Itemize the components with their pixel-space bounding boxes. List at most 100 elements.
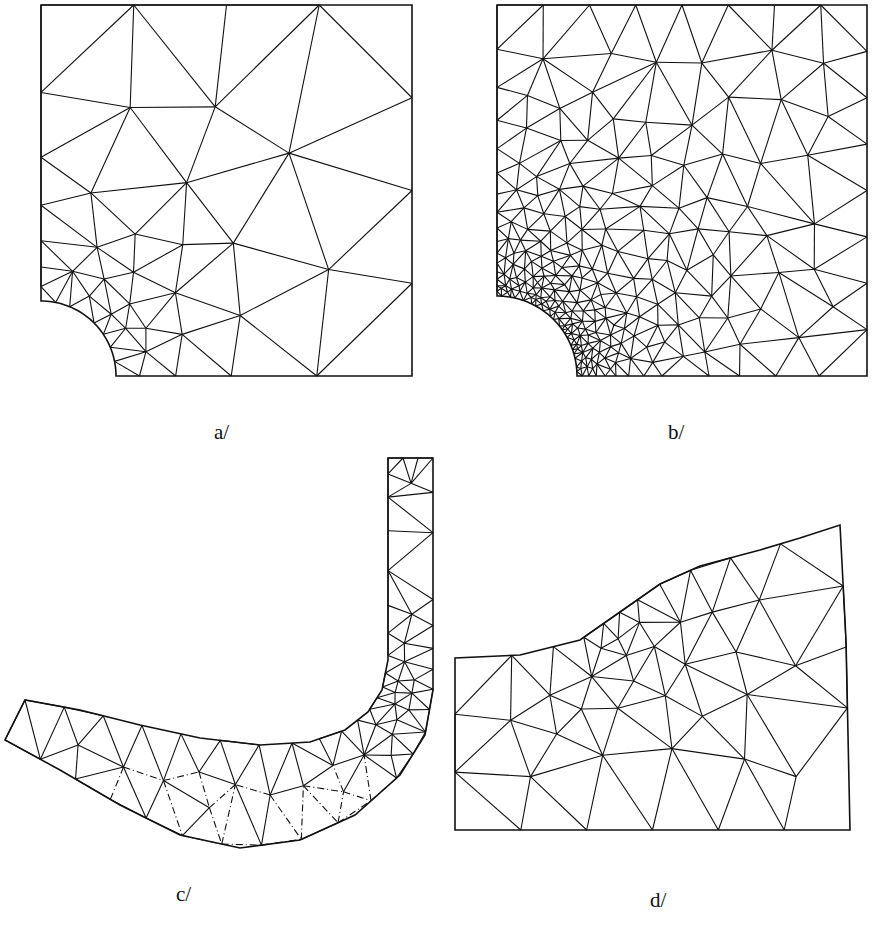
- mesh-edge: [672, 749, 718, 830]
- mesh-edge: [220, 740, 235, 784]
- mesh-edge: [618, 708, 672, 748]
- mesh-edge: [388, 571, 412, 615]
- mesh-edge: [541, 251, 551, 257]
- mesh-edge: [592, 245, 602, 269]
- mesh-edge: [405, 648, 433, 661]
- mesh-edge: [657, 304, 658, 325]
- mesh-edge: [713, 232, 729, 255]
- mesh-edge: [728, 5, 772, 50]
- mesh-edge: [103, 716, 123, 767]
- mesh-edge: [504, 258, 505, 274]
- mesh-edge: [130, 293, 176, 304]
- mesh-edge: [574, 336, 580, 341]
- mesh-edge: [594, 310, 596, 321]
- mesh-edge: [675, 270, 687, 292]
- mesh-edge: [497, 228, 508, 239]
- mesh-edge: [824, 63, 867, 98]
- mesh-edge: [536, 288, 542, 295]
- mesh-edge: [580, 283, 598, 290]
- mesh-edge: [409, 693, 412, 710]
- mesh-edge: [578, 328, 586, 329]
- mesh-edge: [559, 319, 565, 326]
- mesh-edge: [582, 278, 598, 283]
- mesh-edge: [531, 261, 533, 276]
- mesh-edge: [596, 364, 598, 376]
- mesh-edge: [550, 216, 565, 231]
- mesh-edge: [680, 622, 685, 664]
- mesh-edge: [776, 338, 799, 376]
- mesh-edge: [705, 352, 740, 376]
- mesh-edge: [679, 208, 698, 229]
- mesh-edge: [455, 720, 511, 772]
- mesh-edge: [524, 261, 531, 268]
- mesh-edge: [497, 258, 506, 263]
- mesh-edge: [392, 720, 397, 735]
- mesh-edge: [618, 251, 648, 258]
- mesh-edge: [772, 5, 821, 50]
- mesh-edge: [684, 165, 707, 197]
- mesh-edge: [583, 186, 612, 193]
- mesh-edge: [551, 251, 554, 262]
- mesh-edge: [651, 125, 692, 155]
- mesh-edge: [582, 311, 584, 321]
- mesh-edge: [583, 311, 595, 321]
- mesh-edge: [814, 191, 867, 224]
- mesh-edge: [526, 251, 542, 257]
- mesh-edge: [698, 229, 729, 232]
- mesh-edge: [796, 708, 847, 777]
- mesh-edge: [608, 251, 618, 273]
- mesh-edge: [712, 255, 714, 296]
- mesh-edge: [303, 786, 343, 792]
- mesh-edge: [577, 290, 580, 302]
- mesh-edge: [572, 310, 583, 311]
- mesh-edge: [819, 330, 867, 376]
- mesh-edge: [669, 234, 687, 270]
- mesh-edge: [779, 269, 814, 272]
- mesh-edge: [672, 716, 702, 748]
- mesh-edge: [799, 330, 867, 338]
- mesh-edge: [571, 318, 583, 321]
- mesh-edge: [571, 324, 572, 334]
- mesh-edge: [145, 328, 146, 351]
- mesh-edge: [532, 300, 536, 304]
- mesh-edge: [551, 276, 556, 284]
- mesh-edge: [91, 193, 135, 234]
- mesh-edge: [640, 206, 669, 233]
- mesh-edge: [187, 183, 234, 243]
- mesh-edge: [329, 270, 412, 284]
- mesh-edge: [497, 239, 508, 253]
- domain-outline: [497, 5, 867, 376]
- mesh-edge: [513, 253, 515, 264]
- mesh-edge: [562, 266, 579, 268]
- mesh-edge: [761, 272, 779, 308]
- mesh-edge: [517, 177, 537, 190]
- mesh-edge: [519, 163, 536, 176]
- mesh-edge: [665, 342, 684, 356]
- mesh-edge: [130, 106, 215, 108]
- mesh-edge: [698, 229, 713, 255]
- mesh-edge: [814, 269, 867, 283]
- mesh-edge: [497, 279, 506, 285]
- mesh-edge: [103, 328, 125, 334]
- mesh-edge: [497, 149, 519, 164]
- mesh-edge: [497, 49, 543, 59]
- mesh-edge: [550, 677, 592, 696]
- mesh-edge: [582, 361, 587, 367]
- mesh-edge: [41, 241, 73, 272]
- mesh-edge: [821, 5, 824, 63]
- mesh-edge: [270, 786, 303, 795]
- mesh-edge: [606, 206, 640, 229]
- mesh-edge: [91, 193, 97, 247]
- mesh-edge: [598, 273, 608, 283]
- mesh-edge: [134, 272, 176, 292]
- mesh-edge: [712, 276, 731, 296]
- mesh-edge: [551, 243, 567, 251]
- mesh-edge: [571, 311, 572, 318]
- mesh-edge: [618, 612, 619, 638]
- mesh-edge: [41, 108, 130, 158]
- mesh-edge: [550, 695, 581, 709]
- mesh-edge: [640, 622, 681, 623]
- mesh-edge: [740, 344, 776, 376]
- mesh-edge: [692, 97, 729, 125]
- mesh-edge: [665, 696, 672, 749]
